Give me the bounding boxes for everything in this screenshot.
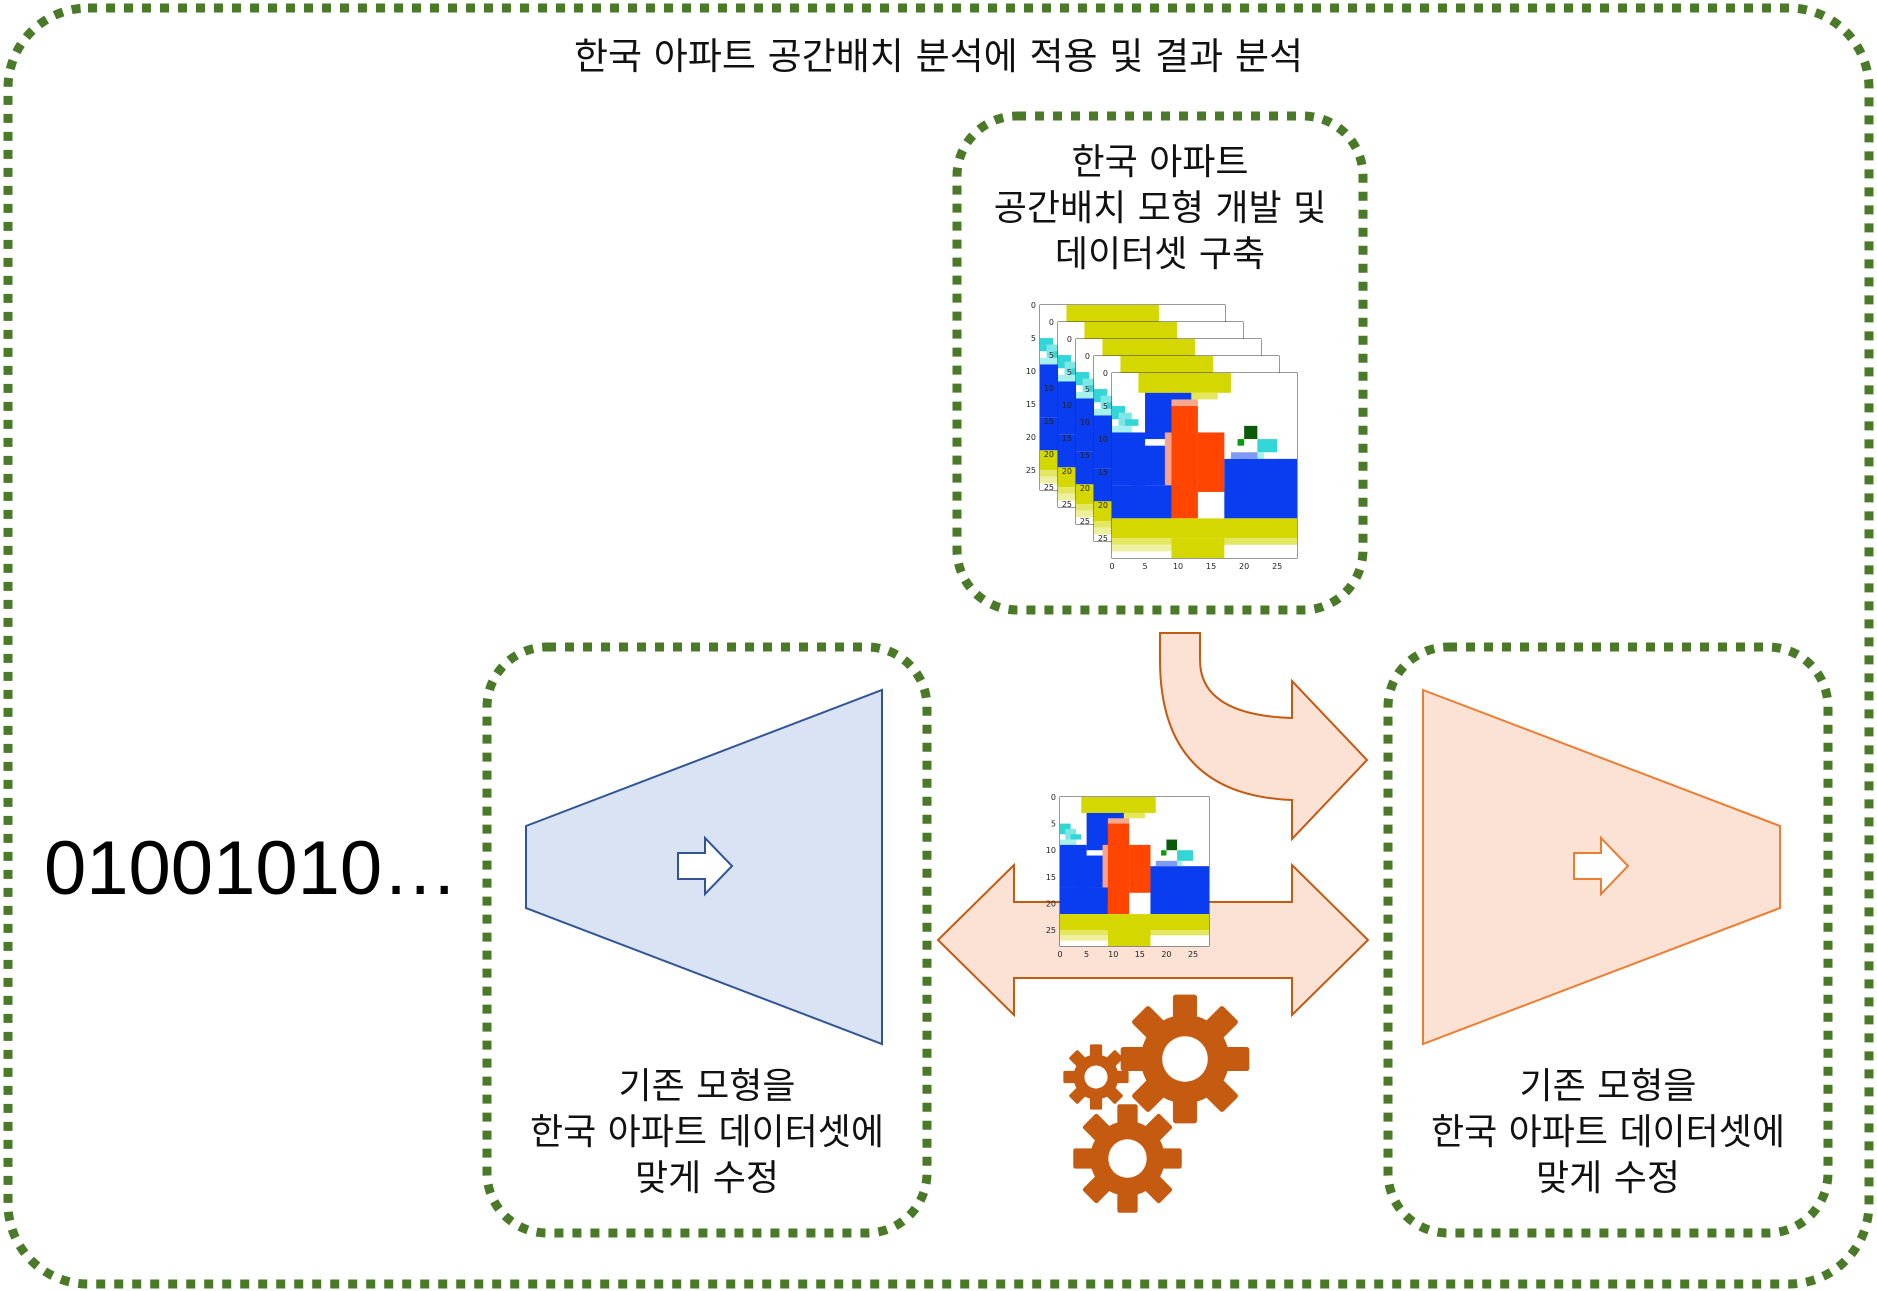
x-tick-label: 20 [1161, 950, 1171, 959]
y-tick-label: 25 [1046, 926, 1056, 935]
x-tick-label: 10 [1173, 562, 1183, 571]
y-tick-label: 20 [1080, 484, 1090, 493]
gear-icon [1073, 1104, 1182, 1213]
y-tick-label: 0 [1031, 301, 1036, 310]
y-tick-label: 25 [1044, 483, 1054, 492]
x-tick-label: 0 [1109, 562, 1114, 571]
x-tick-label: 20 [1239, 562, 1249, 571]
y-tick-label: 5 [1067, 368, 1072, 377]
x-tick-label: 10 [1108, 950, 1118, 959]
curved-arrow [1159, 632, 1369, 842]
x-tick-label: 5 [1142, 562, 1147, 571]
label-line: 맞게 수정 [635, 1158, 779, 1199]
y-tick-label: 15 [1080, 451, 1090, 460]
y-tick-label: 5 [1103, 402, 1108, 411]
x-tick-label: 5 [1084, 950, 1089, 959]
x-tick-label: 25 [1272, 562, 1282, 571]
y-tick-label: 15 [1044, 417, 1054, 426]
sample-plot: 0 5 10 15 20 25 0 5 10 15 20 25 [1046, 793, 1210, 959]
x-tick-label: 15 [1206, 562, 1216, 571]
y-tick-label: 0 [1049, 318, 1054, 327]
encoder-box-label: 기존 모형을 한국 아파트 데이터셋에 맞게 수정 [487, 1064, 927, 1202]
dataset-box-label: 한국 아파트 공간배치 모형 개발 및 데이터셋 구축 [957, 140, 1363, 278]
x-tick-label: 25 [1188, 950, 1198, 959]
label-line: 한국 아파트 데이터셋에 [1430, 1112, 1786, 1153]
y-tick-label: 15 [1098, 468, 1108, 477]
y-tick-label: 10 [1080, 418, 1090, 427]
decoder-box-label: 기존 모형을 한국 아파트 데이터셋에 맞게 수정 [1388, 1064, 1828, 1202]
right-arrow-icon [677, 835, 734, 897]
y-tick-label: 10 [1062, 401, 1072, 410]
right-arrow-icon [1573, 835, 1630, 897]
y-tick-label: 0 [1085, 352, 1090, 361]
label-line: 기존 모형을 [1519, 1066, 1697, 1107]
y-tick-label: 15 [1026, 400, 1036, 409]
y-tick-label: 25 [1026, 466, 1036, 475]
y-tick-label: 5 [1031, 334, 1036, 343]
y-tick-label: 0 [1103, 369, 1108, 378]
y-tick-label: 15 [1046, 873, 1056, 882]
y-tick-label: 25 [1098, 534, 1108, 543]
y-tick-label: 20 [1098, 501, 1108, 510]
label-line: 공간배치 모형 개발 및 [993, 188, 1327, 229]
y-tick-label: 20 [1046, 899, 1056, 908]
dataset-box [952, 111, 1368, 615]
y-tick-label: 15 [1062, 434, 1072, 443]
diagram-title: 한국 아파트 공간배치 분석에 적용 및 결과 분석 [573, 35, 1304, 78]
outer-frame [3, 3, 1874, 1289]
y-tick-label: 20 [1044, 450, 1054, 459]
stack-tick-labels: 0 5 10 15 20 25 0 5 10 15 20 25 0 5 10 15 20 25 0 5 10 15 20 25… [1026, 301, 1282, 571]
label-line: 데이터셋 구축 [1054, 234, 1266, 275]
label-line: 맞게 수정 [1536, 1158, 1680, 1199]
y-tick-label: 25 [1062, 500, 1072, 509]
encoder-box [482, 642, 932, 1238]
y-tick-label: 5 [1085, 385, 1090, 394]
dataset-plot-stack: 0 5 10 15 20 25 0 5 10 15 20 25 0 5 10 15 20 25 0 5 10 15 20 25… [1026, 301, 1298, 571]
gear-icon [1063, 1044, 1129, 1110]
label-line: 기존 모형을 [618, 1066, 796, 1107]
decoder-box [1383, 642, 1833, 1238]
y-tick-label: 0 [1051, 793, 1056, 802]
y-tick-label: 5 [1051, 820, 1056, 829]
y-tick-label: 5 [1049, 351, 1054, 360]
y-tick-label: 10 [1046, 846, 1056, 855]
label-line: 한국 아파트 [1071, 142, 1249, 183]
y-tick-label: 10 [1044, 384, 1054, 393]
y-tick-label: 20 [1026, 433, 1036, 442]
gear-icon [1120, 994, 1250, 1124]
x-tick-label: 15 [1135, 950, 1145, 959]
dataset-plot-front [1111, 372, 1298, 559]
label-line: 한국 아파트 데이터셋에 [529, 1112, 885, 1153]
y-tick-label: 0 [1067, 335, 1072, 344]
y-tick-label: 20 [1062, 467, 1072, 476]
latent-code: 01001010… [44, 826, 459, 911]
y-tick-label: 25 [1080, 517, 1090, 526]
x-tick-label: 0 [1057, 950, 1062, 959]
y-tick-label: 10 [1026, 367, 1036, 376]
y-tick-label: 10 [1098, 435, 1108, 444]
